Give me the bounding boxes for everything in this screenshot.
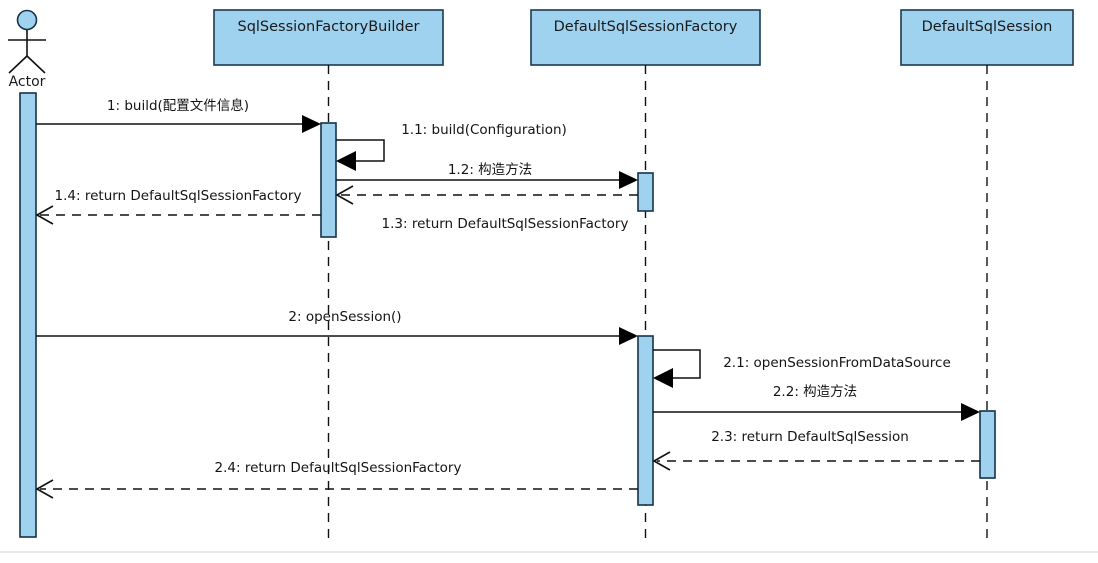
message-2[interactable]: 2: openSession() [36,309,638,345]
message-arrowhead-2-2 [961,403,980,421]
message-1[interactable]: 1: build(配置文件信息) [36,97,321,133]
message-arrowhead-1-1 [336,151,356,171]
message-2-4[interactable]: 2.4: return DefaultSqlSessionFactory [35,460,638,499]
message-arrowhead-2-3 [652,451,671,471]
message-1-1[interactable]: 1.1: build(Configuration) [336,122,567,171]
activation-bar-factory-1 [637,172,654,212]
actor-label: Actor [9,74,46,90]
message-arrowhead-1-2 [619,171,638,189]
message-label-1-3: 1.3: return DefaultSqlSessionFactory [382,216,629,232]
actor-legs-icon [8,55,46,74]
message-1-2[interactable]: 1.2: 构造方法 [336,162,638,189]
participant-box-session[interactable] [900,9,1074,66]
message-label-2-2: 2.2: 构造方法 [773,384,857,400]
message-label-1: 1: build(配置文件信息) [107,97,249,114]
message-arrowhead-1 [302,115,321,133]
message-1-4[interactable]: 1.4: return DefaultSqlSessionFactory [35,188,321,225]
activation-bar-actor [19,92,37,538]
message-1-3[interactable]: 1.3: return DefaultSqlSessionFactory [335,185,638,232]
actor-head-icon [16,9,38,31]
message-arrowhead-2-1 [653,368,673,388]
message-label-2-3: 2.3: return DefaultSqlSession [711,429,909,445]
message-arrowhead-2 [619,327,638,345]
message-label-2-1: 2.1: openSessionFromDataSource [723,355,951,371]
message-label-2-4: 2.4: return DefaultSqlSessionFactory [215,460,462,476]
message-arrowhead-2-4 [35,479,54,499]
participant-label-factory: DefaultSqlSessionFactory [554,19,738,35]
message-arrowhead-1-4 [35,205,54,225]
participant-sqlsessionfactorybuilder[interactable]: SqlSessionFactoryBuilder [213,9,444,541]
message-line-1-1 [336,139,385,162]
participant-actor[interactable]: Actor [8,9,46,538]
message-label-2: 2: openSession() [288,309,401,325]
participant-defaultsqlsession[interactable]: DefaultSqlSession [900,9,1074,541]
activation-bar-session [979,410,996,479]
message-arrowhead-1-3 [335,185,354,205]
message-line-2-1 [653,349,701,379]
participant-box-builder[interactable] [213,9,444,66]
activation-bar-builder [320,122,337,238]
participant-defaultsqlsessionfactory[interactable]: DefaultSqlSessionFactory [530,9,761,541]
message-2-3[interactable]: 2.3: return DefaultSqlSession [652,429,980,471]
message-label-1-1: 1.1: build(Configuration) [401,122,567,138]
participant-label-builder: SqlSessionFactoryBuilder [237,19,419,35]
message-label-1-2: 1.2: 构造方法 [448,162,532,178]
participant-box-factory[interactable] [530,9,761,66]
activation-bar-factory-2 [637,335,654,506]
message-label-1-4: 1.4: return DefaultSqlSessionFactory [55,188,302,204]
participant-label-session: DefaultSqlSession [922,19,1053,35]
message-2-2[interactable]: 2.2: 构造方法 [653,384,980,421]
message-2-1[interactable]: 2.1: openSessionFromDataSource [653,349,951,388]
